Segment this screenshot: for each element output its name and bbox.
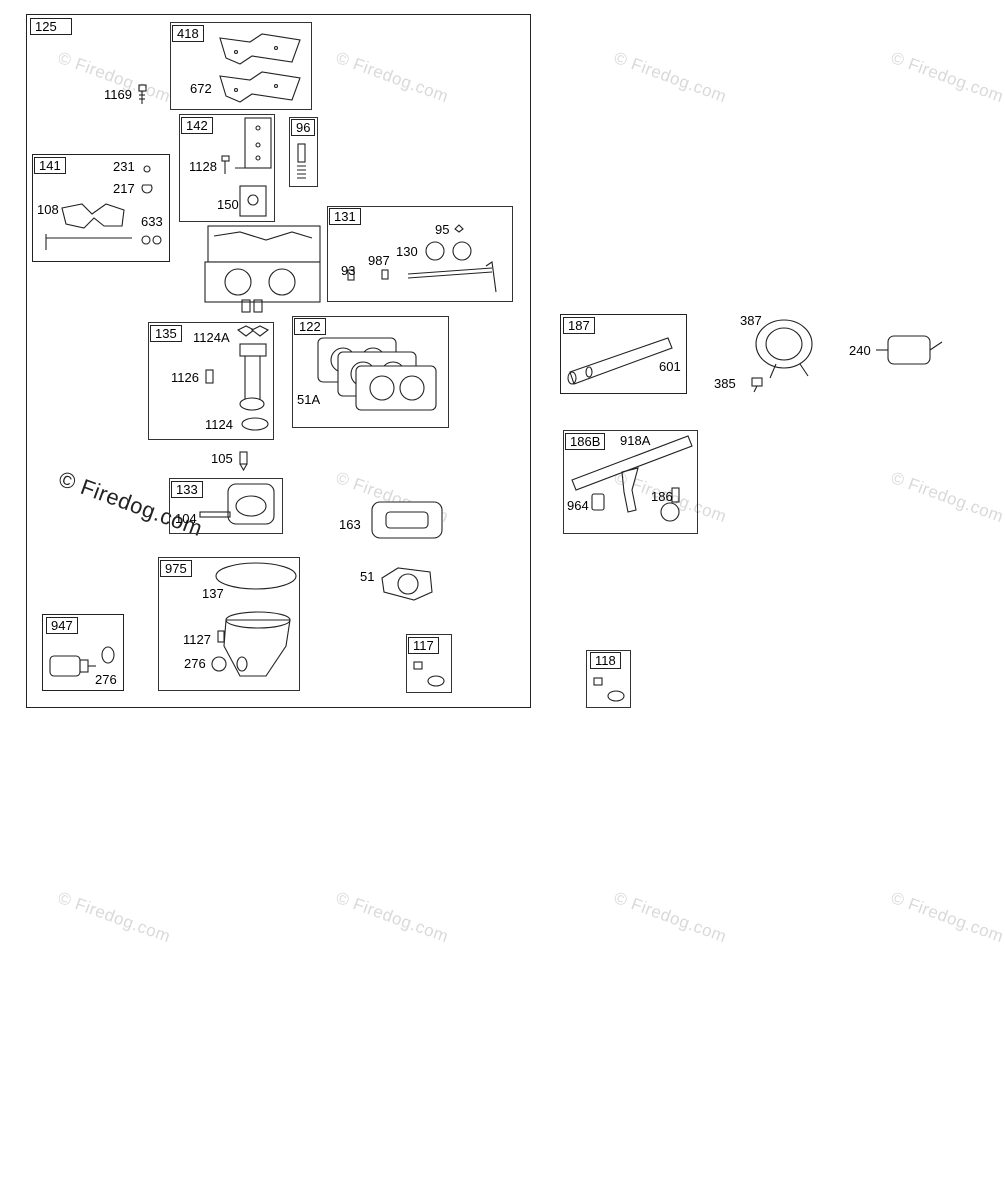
- assembly-186b-box: [563, 430, 698, 534]
- bowl-133-drawing: [199, 483, 275, 525]
- part-label-105: 105: [211, 451, 233, 466]
- part-label-918a: 918A: [620, 433, 651, 448]
- part-label-276-solenoid: 276: [95, 672, 117, 687]
- kit-118-drawing: [593, 677, 625, 702]
- assembly-label-118: 118: [590, 652, 621, 669]
- part-label-137: 137: [202, 586, 224, 601]
- gasket-418-drawing: [219, 33, 301, 103]
- assembly-133-box: [169, 478, 283, 534]
- part-label-276-bowl: 276: [184, 656, 206, 671]
- part-label-987: 987: [368, 253, 390, 268]
- assembly-187-box: [560, 314, 687, 394]
- fuel-line-187-drawing: [567, 337, 673, 385]
- assembly-117-box: [406, 634, 452, 693]
- part-label-95: 95: [435, 222, 450, 237]
- part-label-601: 601: [659, 359, 681, 374]
- part-label-1124: 1124: [205, 417, 233, 432]
- part-label-104: 104: [175, 511, 197, 526]
- screw-96-drawing: [297, 143, 306, 179]
- part-label-387: 387: [740, 313, 762, 328]
- assembly-label-975: 975: [160, 560, 192, 577]
- assembly-975-box: [158, 557, 300, 691]
- part-label-385: 385: [714, 376, 736, 391]
- assembly-label-125: 125: [30, 18, 72, 35]
- kit-117-drawing: [413, 661, 445, 687]
- assembly-label-186b: 186B: [565, 433, 606, 450]
- fuel-pump-387-drawing: [751, 319, 813, 393]
- part-label-108: 108: [37, 202, 59, 217]
- part-label-240: 240: [849, 343, 871, 358]
- part-label-217: 217: [113, 181, 135, 196]
- assembly-label-947: 947: [46, 617, 78, 634]
- part-label-1128: 1128: [189, 159, 217, 174]
- assembly-label-122: 122: [294, 318, 326, 335]
- gasket-122-drawing: [317, 337, 437, 411]
- assembly-label-117: 117: [408, 637, 439, 654]
- part-label-51: 51: [360, 569, 375, 584]
- assembly-418-box: [170, 22, 312, 110]
- part-label-93: 93: [341, 263, 356, 278]
- assembly-118-box: [586, 650, 631, 708]
- needle-105-drawing: [239, 451, 248, 472]
- solenoid-947-drawing: [49, 646, 115, 677]
- assembly-label-135: 135: [150, 325, 182, 342]
- bowl-975-drawing: [211, 562, 297, 677]
- assembly-label-418: 418: [172, 25, 204, 42]
- float-135-drawing: [205, 325, 270, 431]
- part-label-1127: 1127: [183, 632, 211, 647]
- gasket-163-drawing: [371, 501, 443, 539]
- fuel-line-186b-drawing: [571, 435, 693, 522]
- assembly-122-box: [292, 316, 449, 428]
- assembly-label-142: 142: [181, 117, 213, 134]
- part-label-163: 163: [339, 517, 361, 532]
- assembly-96-box: [289, 117, 318, 187]
- part-label-1124a: 1124A: [193, 330, 230, 345]
- assembly-131-box: [327, 206, 513, 302]
- part-label-964: 964: [567, 498, 589, 513]
- assembly-141-box: [32, 154, 170, 262]
- assembly-label-187: 187: [563, 317, 595, 334]
- assembly-135-box: [148, 322, 274, 440]
- throttle-shaft-131-drawing: [347, 224, 497, 293]
- part-label-672: 672: [190, 81, 212, 96]
- part-label-231: 231: [113, 159, 135, 174]
- part-label-633: 633: [141, 214, 163, 229]
- assembly-947-box: [42, 614, 124, 691]
- fuel-filter-240-drawing: [876, 335, 943, 365]
- part-label-150: 150: [217, 197, 239, 212]
- part-label-1169: 1169: [104, 87, 132, 102]
- assembly-142-box: [179, 114, 275, 222]
- assembly-125-box: [26, 14, 531, 708]
- assembly-label-131: 131: [329, 208, 361, 225]
- assembly-label-96: 96: [291, 119, 316, 136]
- gasket-51-drawing: [381, 567, 433, 601]
- part-label-51a: 51A: [297, 392, 321, 407]
- carburetor-body-drawing: [204, 225, 321, 313]
- part-label-186: 186: [651, 489, 673, 504]
- assembly-label-133: 133: [171, 481, 203, 498]
- screw-1169-drawing: [138, 84, 147, 104]
- part-label-130: 130: [396, 244, 418, 259]
- assembly-label-141: 141: [34, 157, 66, 174]
- linkage-141-drawing: [45, 165, 162, 250]
- plate-142-drawing: [221, 117, 272, 217]
- part-label-1126: 1126: [171, 370, 199, 385]
